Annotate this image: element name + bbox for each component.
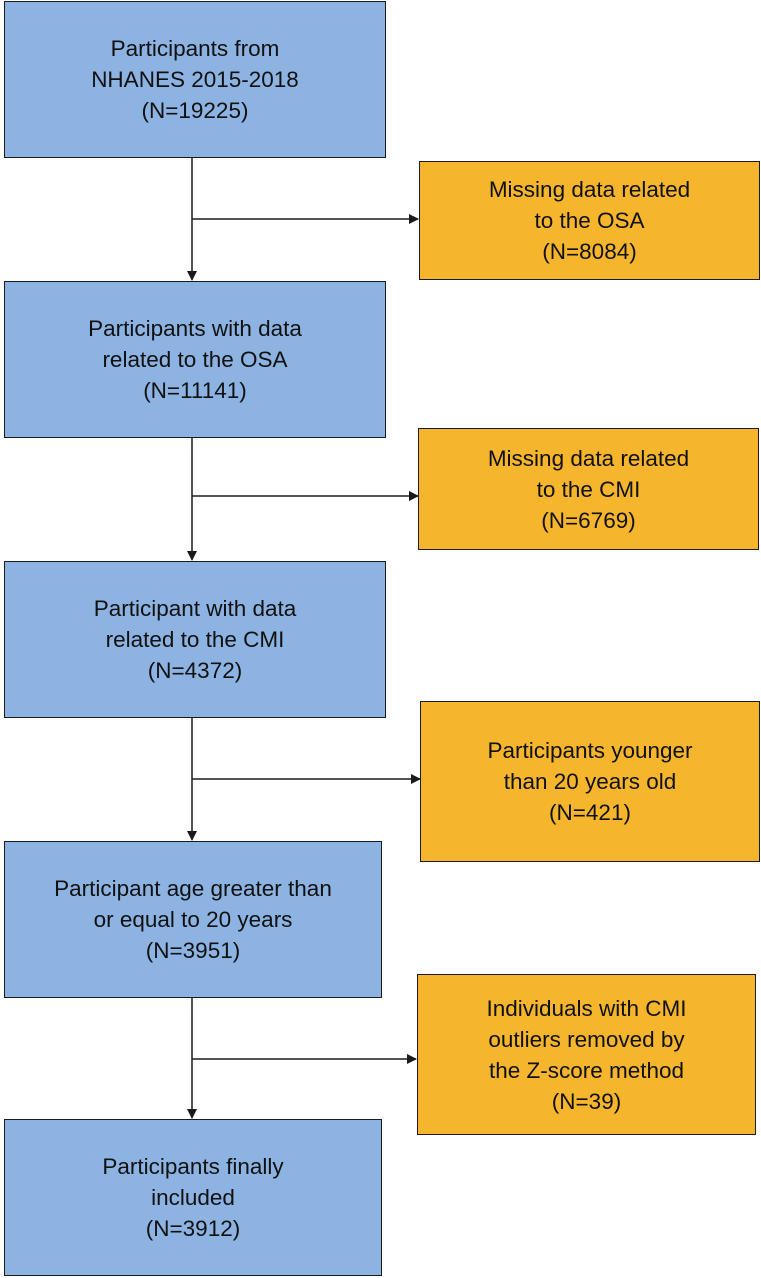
step-4-line-2: or equal to 20 years (93, 907, 293, 932)
exclusion-3-line-2: than 20 years old (503, 769, 677, 794)
step-2-line-2: related to the OSA (102, 347, 288, 372)
step-box-participants-nhanes: Participants from NHANES 2015-2018 (N=19… (4, 1, 386, 158)
exclusion-2-line-1: Missing data related (487, 445, 690, 471)
exclusion-box-cmi-outliers: Individuals with CMI outliers removed by… (417, 974, 756, 1135)
exclusion-4-line-3: the Z-score method (488, 1057, 685, 1083)
step-box-osa-data: Participants with data related to the OS… (4, 281, 386, 438)
step-3-line-1: Participant with data (93, 596, 297, 621)
step-1-line-1: Participants from (110, 36, 280, 61)
exclusion-2-count: (N=6769) (541, 507, 636, 533)
exclusion-4-line-1: Individuals with CMI (486, 995, 687, 1021)
exclusion-4-line-2: outliers removed by (488, 1026, 685, 1052)
exclusion-1-line-1: Missing data related (488, 177, 691, 202)
step-4-count: (N=3951) (145, 938, 241, 963)
step-1-count: (N=19225) (141, 98, 249, 123)
step-3-count: (N=4372) (147, 658, 243, 683)
step-1-line-2: NHANES 2015-2018 (91, 67, 299, 92)
exclusion-1-line-2: to the OSA (534, 208, 645, 233)
step-box-cmi-data: Participant with data related to the CMI… (4, 561, 386, 718)
exclusion-box-younger-than-20: Participants younger than 20 years old (… (420, 701, 760, 862)
exclusion-2-line-2: to the CMI (536, 476, 641, 502)
exclusion-3-count: (N=421) (549, 800, 631, 825)
exclusion-box-missing-osa: Missing data related to the OSA (N=8084) (419, 161, 760, 280)
step-5-line-1: Participants finally (102, 1154, 284, 1179)
step-5-count: (N=3912) (145, 1216, 241, 1241)
step-box-age-20-plus: Participant age greater than or equal to… (4, 841, 382, 998)
step-2-count: (N=11141) (143, 378, 247, 403)
exclusion-3-line-1: Participants younger (487, 738, 693, 763)
step-box-final-included: Participants finally included (N=3912) (4, 1119, 382, 1276)
exclusion-box-missing-cmi: Missing data related to the CMI (N=6769) (418, 428, 759, 550)
step-4-line-1: Participant age greater than (54, 876, 332, 901)
exclusion-4-count: (N=39) (551, 1088, 622, 1114)
exclusion-1-count: (N=8084) (542, 239, 637, 264)
step-3-line-2: related to the CMI (105, 627, 285, 652)
step-2-line-1: Participants with data (88, 316, 302, 341)
step-5-line-2: included (151, 1185, 235, 1210)
